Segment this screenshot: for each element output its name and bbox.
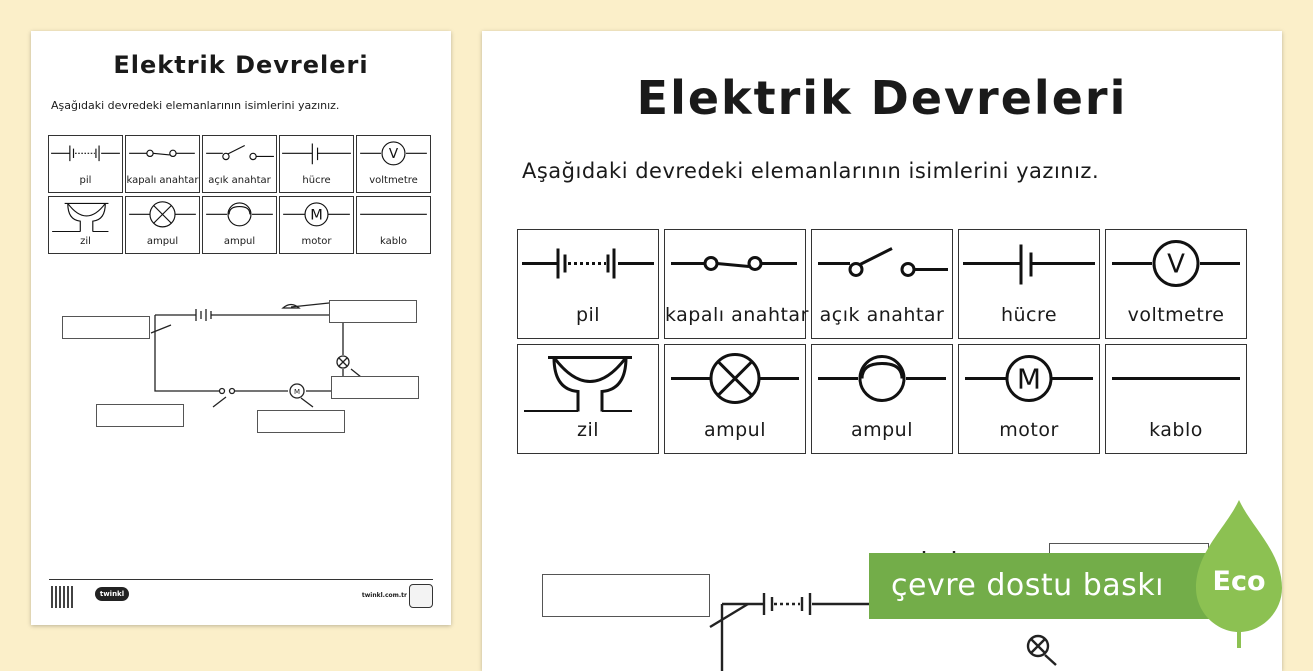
symbol-label: ampul: [223, 236, 256, 247]
symbol-card: kablo: [356, 196, 431, 254]
battery-icon: [51, 145, 120, 162]
worksheet-title: Elektrik Devreleri: [113, 51, 369, 79]
symbol-label: hücre: [302, 175, 331, 186]
open-switch-icon: [818, 247, 948, 277]
symbol-card: zil: [48, 196, 123, 254]
symbol-card: ampul: [811, 344, 953, 454]
symbol-card: ampul: [125, 196, 200, 254]
open-switch-icon: [206, 145, 274, 161]
symbol-card: hücre: [958, 229, 1100, 339]
symbol-label: açık anahtar: [208, 175, 271, 186]
svg-text:V: V: [1167, 249, 1185, 279]
symbol-label: pil: [575, 304, 601, 326]
symbol-label: ampul: [146, 236, 179, 247]
answer-box[interactable]: [542, 574, 710, 617]
cell-icon: [963, 244, 1095, 285]
answer-box[interactable]: [257, 410, 345, 433]
svg-text:M: M: [1017, 362, 1041, 395]
worksheet-instruction: Aşağıdaki devredeki elemanlarının isimle…: [522, 159, 1100, 183]
symbol-label: ampul: [850, 419, 914, 441]
site-url: twinkl.com.tr: [361, 592, 407, 599]
bulb-cross-icon: [129, 201, 196, 228]
closed-switch-icon: [129, 149, 195, 158]
closed-switch-icon: [671, 255, 797, 271]
bulb-filament-icon: [818, 354, 946, 402]
symbol-label: kapalı anahtar: [126, 175, 199, 186]
battery-icon: [522, 248, 654, 279]
answer-box[interactable]: [96, 404, 184, 427]
symbol-card: kapalı anahtar: [664, 229, 809, 339]
eco-badge-text: Eco: [1212, 566, 1266, 597]
quality-badge-icon: [409, 584, 433, 608]
symbol-label: zil: [80, 236, 91, 247]
symbol-card: pil: [48, 135, 123, 193]
symbol-card: açık anahtar: [202, 135, 277, 193]
wire-icon: [1112, 376, 1240, 380]
worksheet-instruction: Aşağıdaki devredeki elemanlarının isimle…: [51, 99, 340, 112]
worksheet-page-thumbnail: Elektrik Devreleri Aşağıdaki devredeki e…: [31, 31, 451, 625]
twinkl-logo: twinkl: [95, 587, 129, 601]
voltmeter-icon: V: [1112, 239, 1240, 287]
worksheet-title: Elektrik Devreleri: [636, 71, 1128, 125]
symbol-card: kapalı anahtar: [125, 135, 200, 193]
bell-icon: [524, 355, 632, 412]
qr-code-icon: [51, 586, 73, 608]
symbol-card: zil: [517, 344, 659, 454]
symbol-label: ampul: [703, 419, 767, 441]
symbol-label: kablo: [380, 236, 407, 247]
bulb-cross-icon: [671, 352, 799, 404]
voltmeter-icon: V: [360, 141, 427, 166]
answer-box[interactable]: [62, 316, 150, 339]
symbol-label: voltmetre: [369, 175, 418, 186]
worksheet-footer: twinkl twinkl.com.tr: [49, 579, 433, 610]
answer-box[interactable]: [331, 376, 419, 399]
svg-text:V: V: [389, 146, 399, 162]
symbol-card: hücre: [279, 135, 354, 193]
symbol-card: ampul: [664, 344, 806, 454]
symbol-card: kablo: [1105, 344, 1247, 454]
cell-icon: [282, 143, 351, 165]
symbol-label: motor: [999, 419, 1059, 441]
eco-banner: çevre dostu baskı: [869, 553, 1232, 619]
bulb-filament-icon: [206, 202, 273, 227]
eco-leaf-icon: [1196, 500, 1282, 648]
wire-icon: [360, 213, 427, 215]
symbol-label: açık anahtar: [819, 304, 945, 326]
svg-text:M: M: [310, 207, 323, 224]
motor-icon: M: [965, 354, 1093, 402]
symbol-label: voltmetre: [1127, 304, 1225, 326]
svg-text:M: M: [294, 388, 300, 396]
symbol-label: kablo: [1149, 419, 1203, 441]
symbol-card: açık anahtar: [811, 229, 953, 339]
motor-icon: M: [283, 202, 350, 227]
symbol-card: pil: [517, 229, 659, 339]
answer-box[interactable]: [329, 300, 417, 323]
symbol-label: hücre: [1000, 304, 1058, 326]
bell-icon: [52, 202, 109, 232]
symbol-card: ampul: [202, 196, 277, 254]
symbol-label: kapalı anahtar: [665, 304, 809, 326]
symbol-label: motor: [301, 236, 332, 247]
symbol-label: zil: [576, 419, 600, 441]
symbol-label: pil: [79, 175, 92, 186]
